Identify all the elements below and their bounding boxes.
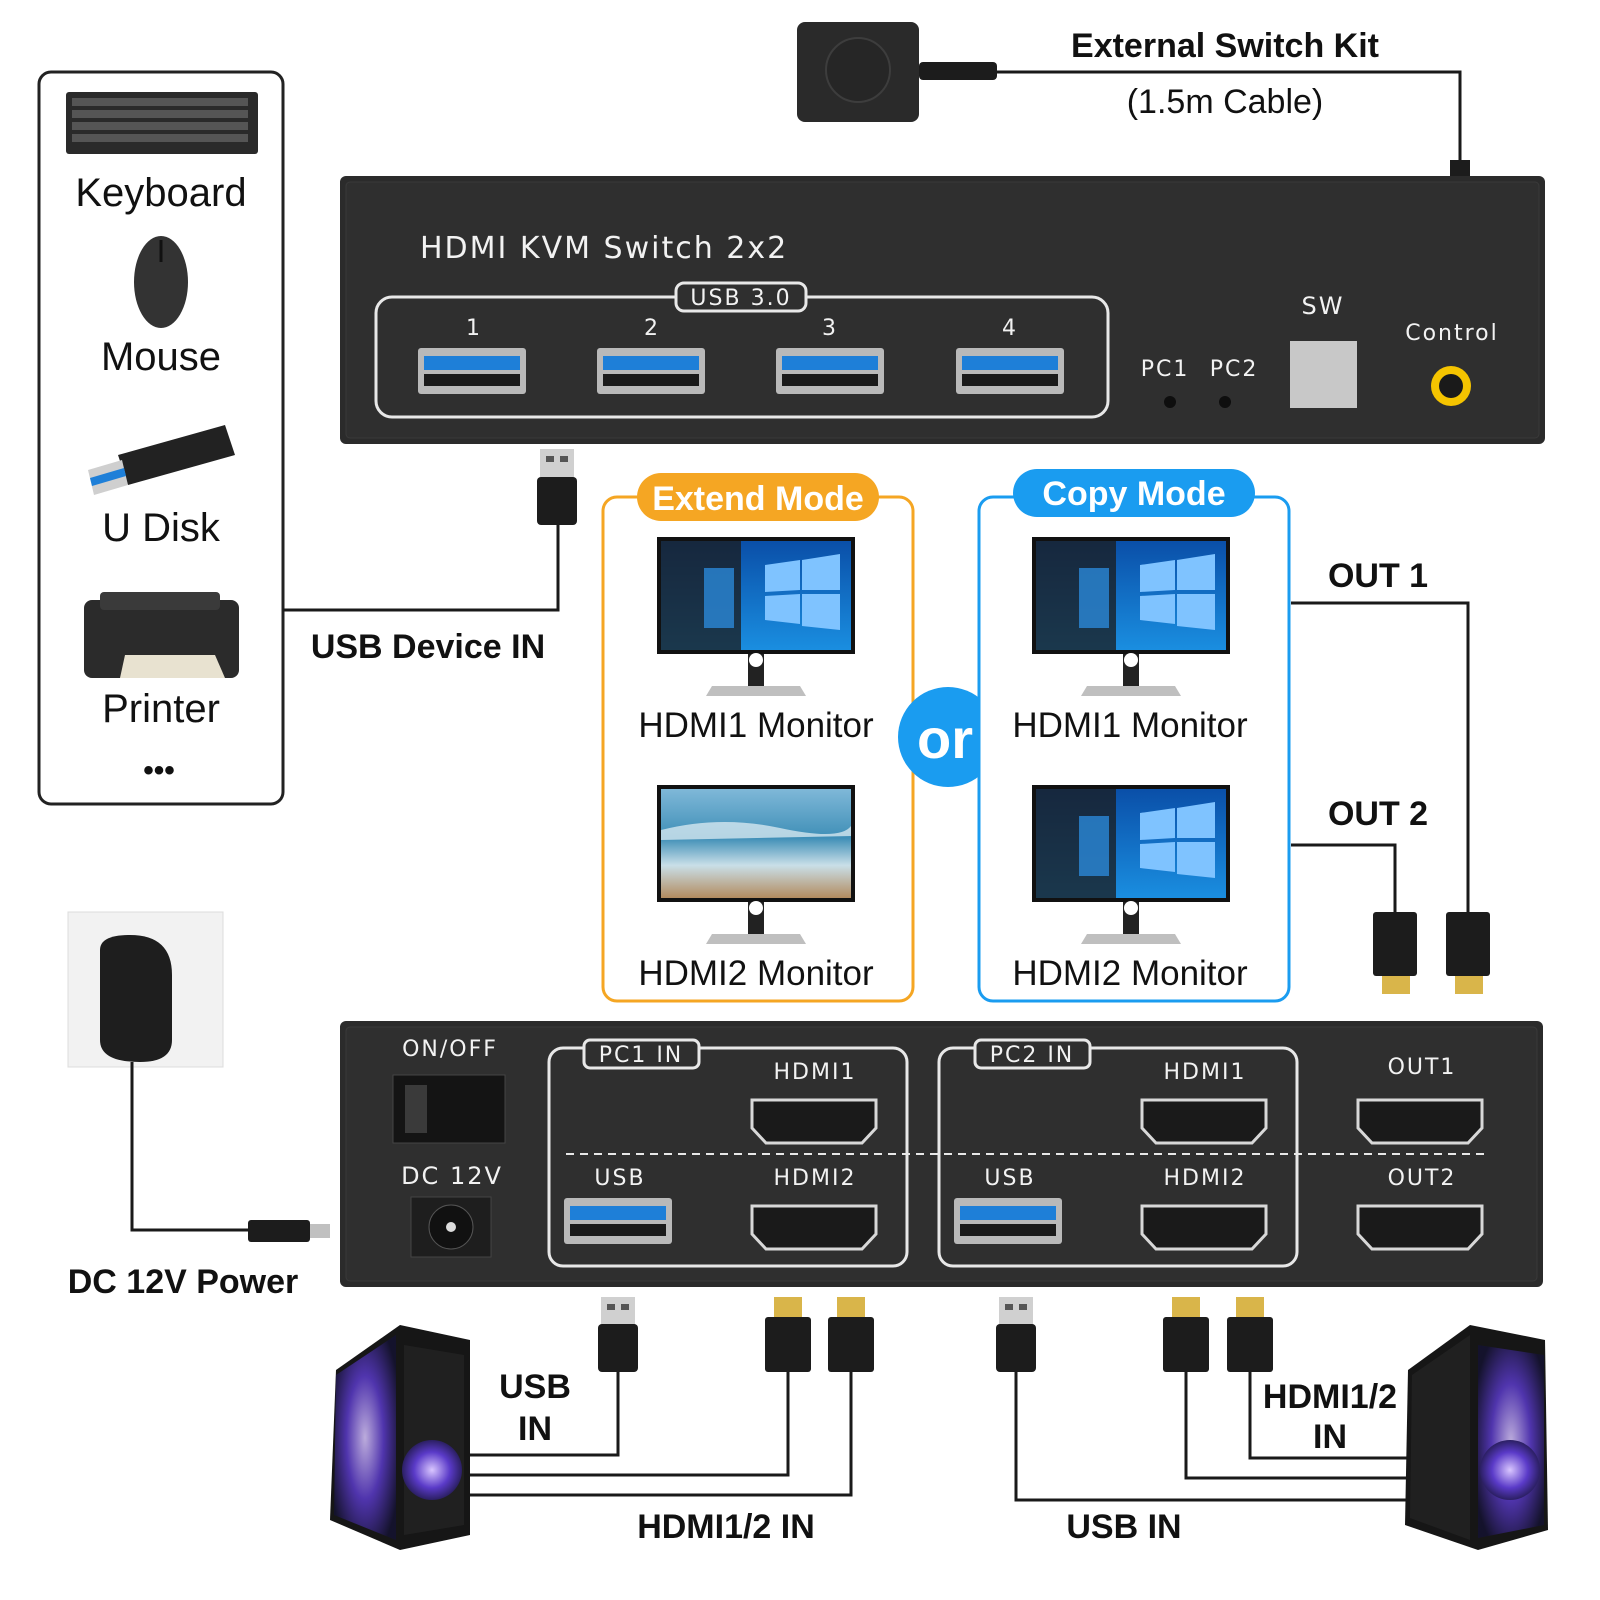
pc-cables [468, 1372, 1410, 1502]
printer-icon [84, 592, 239, 678]
external-kit-cable-length: (1.5m Cable) [1127, 83, 1324, 121]
copy-hdmi1-monitor-label: HDMI1 Monitor [1012, 706, 1248, 745]
pc2-led-label: PC2 [1210, 357, 1259, 382]
front-usb-port-3[interactable]: 3 [776, 316, 884, 394]
pc2-in-label: PC2 IN [990, 1043, 1075, 1068]
power-adapter-icon [67, 911, 330, 1242]
u-disk-label: U Disk [102, 506, 221, 550]
pc2-led-indicator [1219, 396, 1231, 408]
pc1-usb-label: USB [594, 1166, 645, 1191]
pc-cable-connectors [598, 1297, 1273, 1372]
out2-label: OUT 2 [1328, 795, 1428, 833]
back-out1-label: OUT1 [1388, 1055, 1457, 1080]
usb-device-in-cable [283, 449, 577, 612]
keyboard-icon [66, 92, 258, 154]
mouse-icon [134, 236, 188, 328]
usb3-group-label: USB 3.0 [690, 286, 791, 311]
copy-hdmi2-monitor-icon [1032, 785, 1230, 944]
pc1-usb-port[interactable] [564, 1198, 672, 1244]
usb-device-in-label: USB Device IN [311, 628, 545, 666]
usb-devices-box: Keyboard Mouse U Disk Printer ••• [37, 70, 285, 806]
out1-hdmi-port[interactable] [1356, 1098, 1484, 1145]
pc1-led-label: PC1 [1141, 357, 1190, 382]
or-badge: or [898, 687, 998, 787]
out1-label: OUT 1 [1328, 557, 1428, 595]
u-disk-icon [88, 425, 235, 495]
extend-hdmi1-monitor-icon [657, 537, 855, 696]
power-toggle-switch[interactable] [392, 1074, 506, 1144]
sw-label: SW [1302, 292, 1345, 320]
keyboard-label: Keyboard [75, 171, 246, 215]
pc2-hdmi1-port[interactable] [1140, 1098, 1268, 1145]
dc-power-label: DC 12V Power [68, 1263, 299, 1301]
extend-mode-title: Extend Mode [652, 480, 864, 518]
out-cables [1291, 601, 1490, 994]
copy-mode-title: Copy Mode [1042, 475, 1225, 513]
pc2-usb-label: USB [984, 1166, 1035, 1191]
pc1-hdmi1-port[interactable] [750, 1098, 878, 1145]
svg-text:4: 4 [1002, 316, 1018, 341]
usb-in-right-label: USB IN [1066, 1508, 1181, 1546]
extend-hdmi2-monitor-label: HDMI2 Monitor [638, 954, 874, 993]
mouse-label: Mouse [101, 335, 221, 379]
copy-mode-box: Copy Mode HDMI1 Monitor [977, 469, 1291, 1003]
copy-hdmi1-monitor-icon [1032, 537, 1230, 696]
kvm-front-panel: HDMI KVM Switch 2x2 USB 3.0 1 2 3 4 [340, 176, 1545, 444]
front-usb-port-4[interactable]: 4 [956, 316, 1064, 394]
svg-text:2: 2 [644, 316, 660, 341]
svg-text:3: 3 [822, 316, 838, 341]
sw-switch-button[interactable] [1290, 341, 1357, 408]
hdmi-in-right-label-line2: IN [1313, 1418, 1347, 1456]
front-panel-title: HDMI KVM Switch 2x2 [420, 231, 788, 266]
front-usb-port-2[interactable]: 2 [597, 316, 705, 394]
on-off-label: ON/OFF [402, 1037, 498, 1062]
extend-hdmi2-monitor-icon [657, 785, 855, 944]
pc1-tower-icon [330, 1325, 470, 1550]
usb-in-left-label-line2: IN [518, 1410, 552, 1448]
control-jack[interactable] [1431, 366, 1471, 406]
front-usb-port-1[interactable]: 1 [418, 316, 526, 394]
pc2-tower-icon [1405, 1325, 1548, 1550]
extend-hdmi1-monitor-label: HDMI1 Monitor [638, 706, 874, 745]
pc1-in-label: PC1 IN [599, 1043, 684, 1068]
out2-hdmi-port[interactable] [1356, 1204, 1484, 1251]
pc1-hdmi2-port[interactable] [750, 1204, 878, 1251]
hdmi-in-right-label-line1: HDMI1/2 [1263, 1378, 1397, 1416]
external-kit-title: External Switch Kit [1071, 27, 1379, 65]
dc-12v-label: DC 12V [401, 1162, 503, 1190]
pc2-usb-port[interactable] [954, 1198, 1062, 1244]
pc1-hdmi1-label: HDMI1 [774, 1060, 857, 1085]
or-label: or [917, 707, 973, 770]
dc-jack[interactable] [410, 1196, 492, 1258]
more-devices-ellipsis: ••• [143, 754, 175, 787]
pc2-hdmi2-port[interactable] [1140, 1204, 1268, 1251]
printer-label: Printer [102, 687, 220, 731]
svg-text:1: 1 [466, 316, 482, 341]
back-out2-label: OUT2 [1388, 1166, 1457, 1191]
usb-in-left-label-line1: USB [499, 1368, 571, 1406]
pc2-hdmi1-label: HDMI1 [1164, 1060, 1247, 1085]
pc2-hdmi2-label: HDMI2 [1164, 1166, 1247, 1191]
control-label: Control [1405, 321, 1499, 346]
extend-mode-box: Extend Mode HDMI1 Monitor HDMI2 Monitor [601, 473, 915, 1003]
pc1-led-indicator [1164, 396, 1176, 408]
kvm-back-panel: ON/OFF DC 12V PC1 IN HDMI1 USB HDMI2 PC2… [340, 1021, 1543, 1287]
copy-hdmi2-monitor-label: HDMI2 Monitor [1012, 954, 1248, 993]
pc1-hdmi2-label: HDMI2 [774, 1166, 857, 1191]
hdmi-in-left-label: HDMI1/2 IN [637, 1508, 815, 1546]
